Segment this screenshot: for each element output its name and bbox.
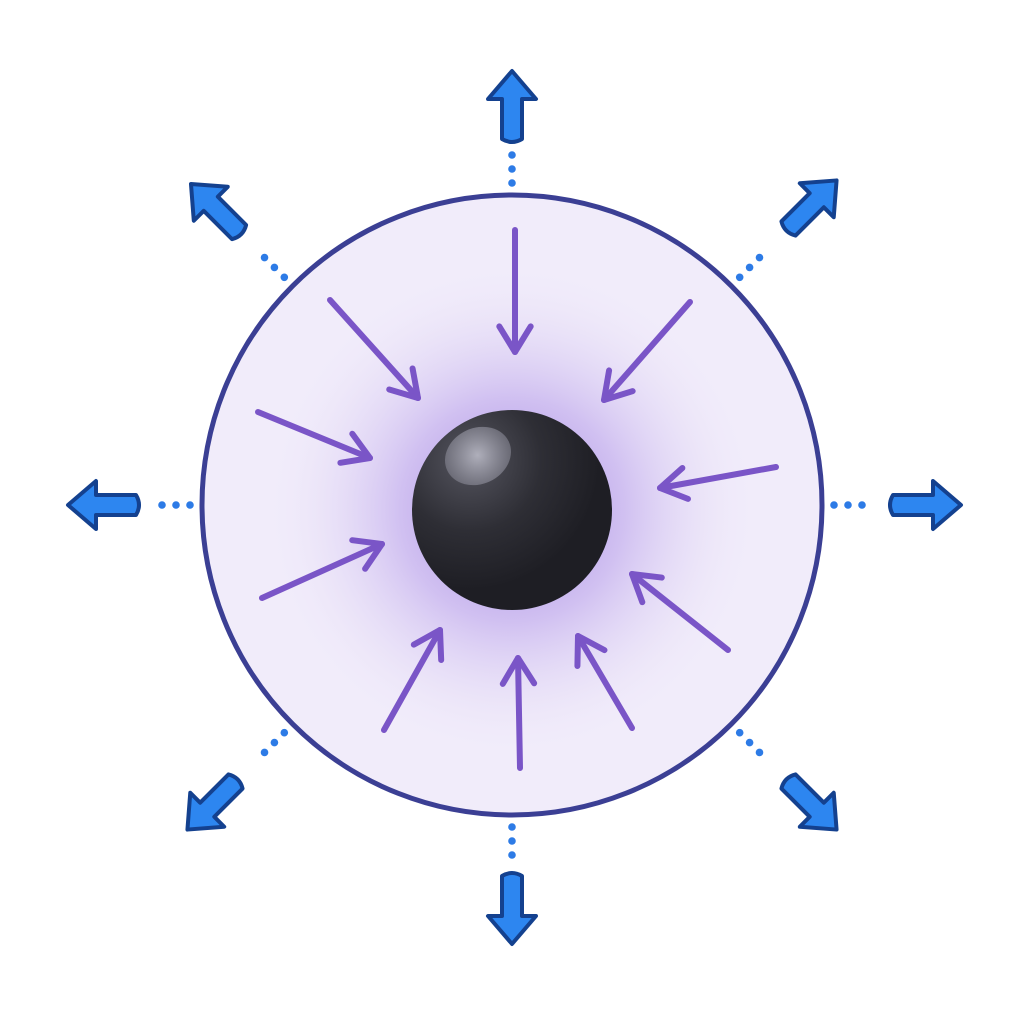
dotted-connector (260, 253, 289, 282)
dark-sphere-icon (412, 410, 612, 610)
outward-arrow-group (188, 181, 289, 282)
inward-arrow-icon (259, 537, 385, 601)
inward-arrow-icon (255, 409, 373, 466)
inward-arrow-icon (496, 227, 534, 355)
inward-arrow-icon (601, 299, 693, 403)
inward-arrows (255, 227, 779, 771)
outward-arrow-group (486, 823, 538, 946)
dotted-connector (735, 728, 764, 757)
inward-arrow-icon (629, 571, 731, 653)
outward-arrow-group (185, 728, 289, 832)
inward-arrow-icon (574, 633, 635, 731)
inward-arrow-icon (499, 655, 538, 771)
dotted-connector (260, 728, 289, 757)
dotted-connector (158, 501, 194, 509)
outward-arrow-icon (888, 479, 963, 531)
outward-arrow-icon (486, 871, 538, 946)
outward-arrow-group (66, 479, 194, 531)
dotted-connector (735, 253, 764, 282)
outward-arrow-icon (188, 181, 249, 242)
outward-arrow-icon (486, 69, 538, 144)
dotted-connector (508, 151, 516, 187)
outward-arrow-icon (66, 479, 141, 531)
outward-arrow-group (830, 479, 963, 531)
outward-arrow-icon (779, 178, 839, 238)
inward-arrow-icon (657, 464, 779, 502)
outward-arrow-icon (779, 772, 839, 832)
outward-arrow-icon (185, 772, 245, 832)
dotted-connector (508, 823, 516, 859)
outward-arrows (66, 69, 963, 946)
dotted-connector (830, 501, 866, 509)
inward-arrow-icon (327, 297, 421, 401)
outward-arrow-group (735, 728, 839, 832)
outward-arrow-group (735, 178, 839, 282)
inward-arrow-icon (381, 627, 445, 733)
outward-arrow-group (486, 69, 538, 187)
